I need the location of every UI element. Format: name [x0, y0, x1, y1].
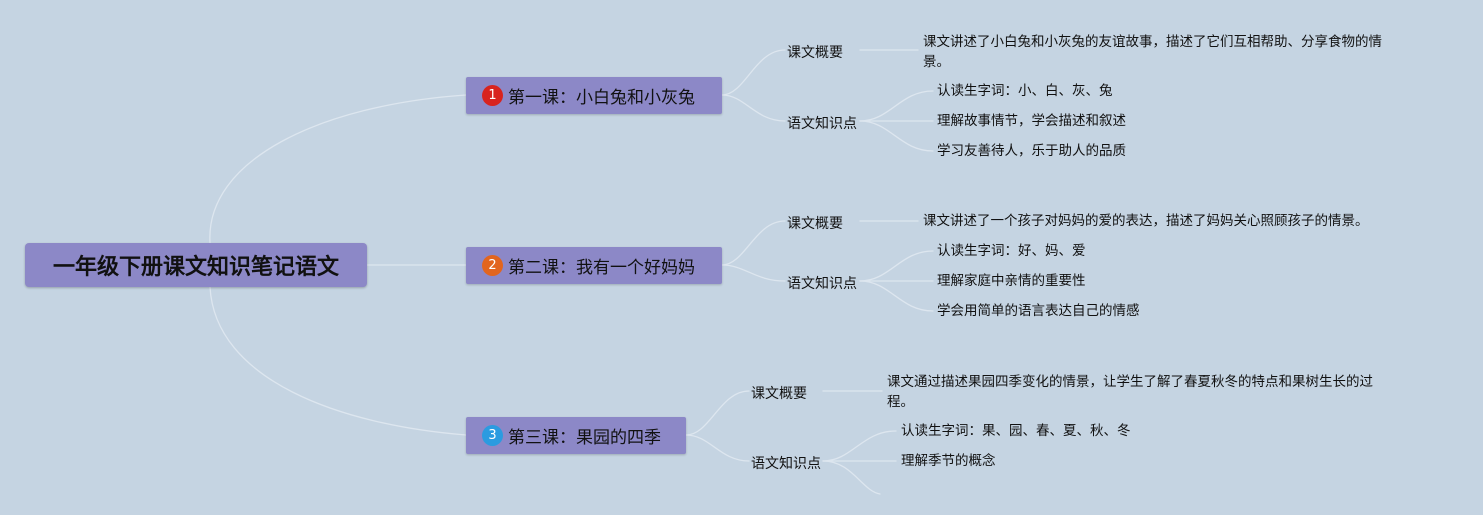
root-topic[interactable]: 一年级下册课文知识笔记语文: [25, 243, 367, 287]
lesson-2-summary-text[interactable]: 课文讲述了一个孩子对妈妈的爱的表达，描述了妈妈关心照顾孩子的情景。: [923, 213, 1369, 229]
lesson-2-title: 第二课：我有一个好妈妈: [508, 258, 695, 278]
number-3-badge-icon: 3: [482, 425, 503, 446]
lesson-3-title: 第三课：果园的四季: [508, 428, 661, 448]
link-root-lesson-3: [209, 286, 467, 436]
lesson-1-point-2[interactable]: 理解故事情节，学会描述和叙述: [937, 113, 1126, 129]
lesson-2-node[interactable]: 2 第二课：我有一个好妈妈: [466, 247, 722, 284]
lesson-2-summary-label[interactable]: 课文概要: [787, 216, 843, 232]
lesson-3-point-2[interactable]: 理解季节的概念: [901, 453, 996, 469]
lesson-3-point-1[interactable]: 认读生字词：果、园、春、夏、秋、冬: [901, 423, 1131, 439]
lesson-1-title: 第一课：小白兔和小灰兔: [508, 88, 695, 108]
lesson-3-node[interactable]: 3 第三课：果园的四季: [466, 417, 686, 454]
lesson-3-points-label[interactable]: 语文知识点: [751, 456, 821, 472]
lesson-3-summary-text[interactable]: 课文通过描述果园四季变化的情景，让学生了解了春夏秋冬的特点和果树生长的过程。: [887, 374, 1373, 410]
lesson-2-point-3[interactable]: 学会用简单的语言表达自己的情感: [937, 303, 1140, 319]
lesson-2-point-2[interactable]: 理解家庭中亲情的重要性: [937, 273, 1086, 289]
lesson-2-points-label[interactable]: 语文知识点: [787, 276, 857, 292]
lesson-3-summary-label[interactable]: 课文概要: [751, 386, 807, 402]
lesson-1-summary-label[interactable]: 课文概要: [787, 45, 843, 61]
lesson-2-point-1[interactable]: 认读生字词：好、妈、爱: [937, 243, 1086, 259]
number-2-badge-icon: 2: [482, 255, 503, 276]
lesson-1-node[interactable]: 1 第一课：小白兔和小灰兔: [466, 77, 722, 114]
lesson-1-point-3[interactable]: 学习友善待人，乐于助人的品质: [937, 143, 1126, 159]
number-1-badge-icon: 1: [482, 85, 503, 106]
lesson-1-summary-text[interactable]: 课文讲述了小白兔和小灰兔的友谊故事，描述了它们互相帮助、分享食物的情景。: [923, 34, 1382, 70]
lesson-1-points-label[interactable]: 语文知识点: [787, 116, 857, 132]
link-root-lesson-1: [209, 94, 467, 244]
lesson-1-point-1[interactable]: 认读生字词：小、白、灰、兔: [937, 83, 1113, 99]
